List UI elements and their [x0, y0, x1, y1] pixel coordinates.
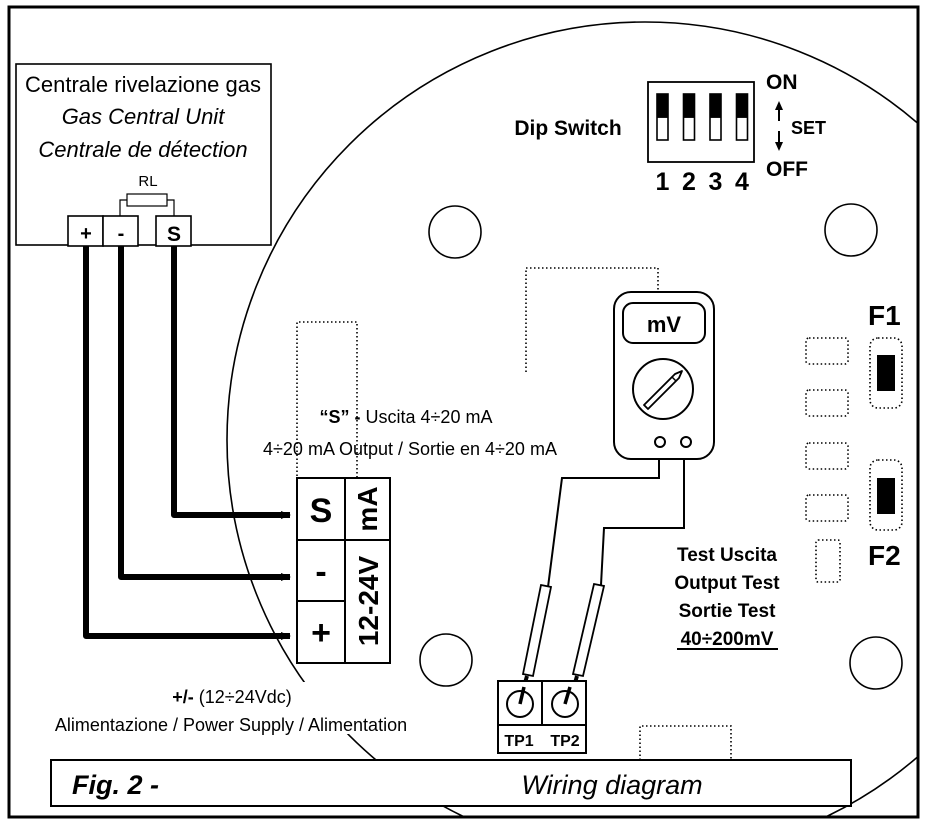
dip-switch-levers [656, 93, 749, 141]
multimeter-display [622, 302, 706, 344]
tp1-label: TP1 [504, 733, 533, 750]
dotted-pad [805, 389, 849, 417]
test-note-en: Output Test [674, 573, 780, 594]
central-terminal-minus-label: - [118, 223, 125, 245]
resistor-label: RL [138, 173, 157, 190]
multimeter-jack-2 [680, 436, 692, 448]
fuse-f1-holder [869, 337, 903, 409]
dotted-pad [805, 337, 849, 365]
sensor-label-ma: mA [352, 486, 383, 531]
dip-switch-number: 4 [735, 168, 749, 196]
dip-on-label: ON [766, 71, 798, 94]
central-unit-title-en: Gas Central Unit [62, 104, 226, 129]
mounting-hole-bottom-left [419, 633, 473, 687]
outer-frame [7, 5, 920, 819]
dotted-component-bottom [639, 725, 732, 760]
dip-switch-number: 3 [709, 168, 723, 196]
central-terminal-plus [67, 215, 104, 247]
resistor-rl [126, 193, 168, 207]
fuse-f2 [877, 478, 895, 514]
probe-lead-1 [547, 459, 660, 588]
dotted-component-sensor [296, 321, 358, 480]
tp2-label: TP2 [550, 733, 579, 750]
mounting-hole-top-left [428, 205, 482, 259]
wire-plus [83, 246, 291, 640]
dotted-pad [815, 539, 841, 583]
output-note-line1: “S” - Uscita 4÷20 mA [320, 407, 493, 427]
dotted-pad [805, 494, 849, 522]
caption-bar [50, 759, 852, 807]
fuse-f1-label: F1 [868, 300, 901, 331]
dip-off-label: OFF [766, 158, 808, 181]
fuse-f2-holder [869, 459, 903, 531]
board-outline [226, 21, 918, 816]
test-note-fr: Sortie Test [679, 601, 776, 622]
sensor-terminal-minus-label: - [315, 553, 326, 591]
wire-s [171, 246, 291, 519]
dip-switch-1-knob [657, 94, 668, 118]
output-note-text: Uscita 4÷20 mA [361, 407, 493, 427]
multimeter: mV [613, 291, 715, 460]
output-note-line2: 4÷20 mA Output / Sortie en 4÷20 mA [263, 439, 557, 459]
output-note-prefix: “S” - [320, 407, 361, 427]
dip-switch-number: 1 [656, 168, 670, 196]
sensor-terminal-plus [296, 600, 346, 664]
figure-caption: Wiring diagram [521, 770, 702, 800]
central-unit-box [15, 63, 272, 246]
dip-switch-number: 2 [682, 168, 696, 196]
probe-lead-2 [600, 459, 685, 586]
central-unit-title-it: Centrale rivelazione gas [25, 72, 261, 97]
test-note-it: Test Uscita [677, 545, 777, 566]
multimeter-display-unit: mV [647, 312, 682, 337]
figure-number: Fig. 2 - [72, 770, 159, 800]
test-note-range: 40÷200mV [681, 629, 774, 650]
central-terminal-s-label: S [167, 223, 181, 246]
fuse-f1 [877, 355, 895, 391]
sensor-terminal-s-label: S [310, 492, 333, 530]
power-note-prefix: +/- [172, 687, 194, 707]
dip-switch-label: Dip Switch [514, 117, 621, 140]
set-arrows-icon [775, 101, 783, 151]
wire-minus [118, 246, 291, 581]
mounting-hole-bottom-right [849, 636, 903, 690]
sensor-label-voltage: 12-24V [353, 556, 384, 647]
dip-switch-2-knob [683, 94, 695, 118]
dip-switch-4-knob [736, 94, 748, 118]
power-note-text: (12÷24Vdc) [194, 687, 292, 707]
central-terminal-s [155, 215, 192, 247]
pencil-dial-icon [643, 370, 683, 410]
central-terminal-plus-label: + [80, 223, 92, 245]
fuse-f2-label: F2 [868, 540, 901, 571]
dotted-pad [805, 442, 849, 470]
multimeter-jack-1 [654, 436, 666, 448]
power-note-line1: +/- (12÷24Vdc) [172, 687, 291, 707]
dip-set-label: SET [791, 118, 826, 138]
central-unit-title-fr: Centrale de détection [38, 137, 247, 162]
dotted-component-center [525, 267, 659, 372]
sensor-terminal-plus-label: + [311, 614, 331, 652]
power-note-line2: Alimentazione / Power Supply / Alimentat… [55, 715, 407, 735]
dip-switch-3-knob [710, 94, 721, 118]
mounting-hole-top-right [824, 203, 878, 257]
